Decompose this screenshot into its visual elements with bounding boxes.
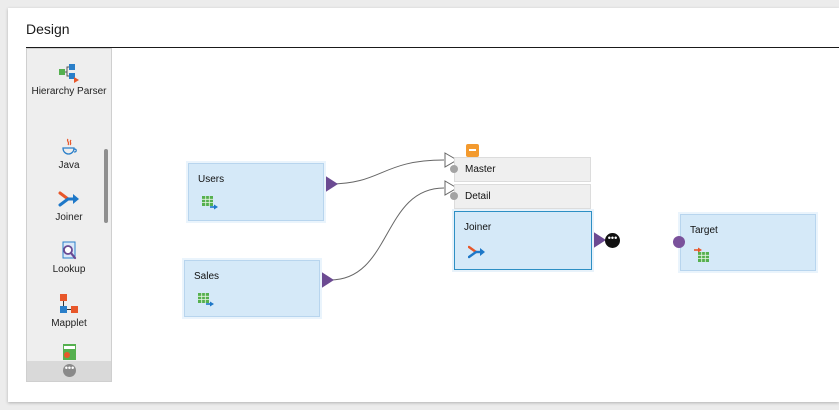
group-label: Detail bbox=[465, 191, 491, 202]
node-joiner[interactable]: Joiner bbox=[454, 211, 592, 270]
palette-item-lookup[interactable]: Lookup bbox=[27, 241, 111, 275]
node-label: Sales bbox=[194, 271, 220, 282]
node-label: Users bbox=[198, 174, 225, 185]
target-table-icon bbox=[694, 247, 709, 262]
palette-item-partial[interactable] bbox=[27, 344, 111, 363]
joiner-icon bbox=[468, 245, 485, 259]
design-panel: Design Hierarchy Parser Java bbox=[8, 8, 839, 402]
master-input-port[interactable] bbox=[450, 165, 458, 173]
palette-footer: ••• bbox=[27, 361, 111, 381]
more-icon[interactable]: ••• bbox=[63, 364, 76, 377]
palette-item-label: Joiner bbox=[55, 212, 83, 223]
link-layer bbox=[320, 152, 606, 289]
mapping-canvas[interactable]: Users Sales Master Deta bbox=[112, 48, 839, 402]
node-label: Target bbox=[690, 225, 718, 236]
source-table-icon bbox=[202, 196, 218, 210]
palette-item-mapplet[interactable]: Mapplet bbox=[27, 293, 111, 329]
source-table-icon bbox=[198, 293, 214, 307]
node-users[interactable]: Users bbox=[188, 163, 324, 221]
partial-transformation-icon bbox=[63, 344, 76, 360]
mapplet-icon bbox=[60, 294, 78, 313]
palette-item-label: Mapplet bbox=[51, 318, 87, 329]
joiner-group-detail[interactable]: Detail bbox=[454, 184, 591, 209]
detail-input-port[interactable] bbox=[450, 192, 458, 200]
palette-item-label: Hierarchy Parser bbox=[31, 86, 107, 97]
node-target[interactable]: Target bbox=[680, 214, 816, 271]
palette-item-label: Lookup bbox=[52, 264, 86, 275]
palette-item-java[interactable]: Java bbox=[27, 137, 111, 171]
transformation-palette: Hierarchy Parser Java Joiner bbox=[26, 48, 112, 382]
node-label: Joiner bbox=[464, 222, 492, 233]
title-divider bbox=[26, 47, 839, 48]
palette-item-joiner[interactable]: Joiner bbox=[27, 189, 111, 223]
node-menu-button[interactable]: ••• bbox=[605, 233, 620, 248]
node-sales[interactable]: Sales bbox=[184, 260, 320, 317]
group-label: Master bbox=[465, 164, 496, 175]
palette-item-label: Java bbox=[58, 160, 80, 171]
joiner-icon bbox=[58, 191, 79, 207]
panel-title: Design bbox=[26, 21, 70, 37]
hierarchy-parser-icon bbox=[59, 64, 79, 83]
collapse-button[interactable] bbox=[466, 144, 479, 157]
joiner-group-master[interactable]: Master bbox=[454, 157, 591, 182]
palette-item-hierarchy-parser[interactable]: Hierarchy Parser bbox=[27, 63, 111, 97]
java-icon bbox=[62, 138, 77, 155]
target-input-port[interactable] bbox=[673, 236, 685, 248]
lookup-icon bbox=[62, 241, 77, 260]
palette-scrollbar[interactable] bbox=[104, 149, 108, 223]
